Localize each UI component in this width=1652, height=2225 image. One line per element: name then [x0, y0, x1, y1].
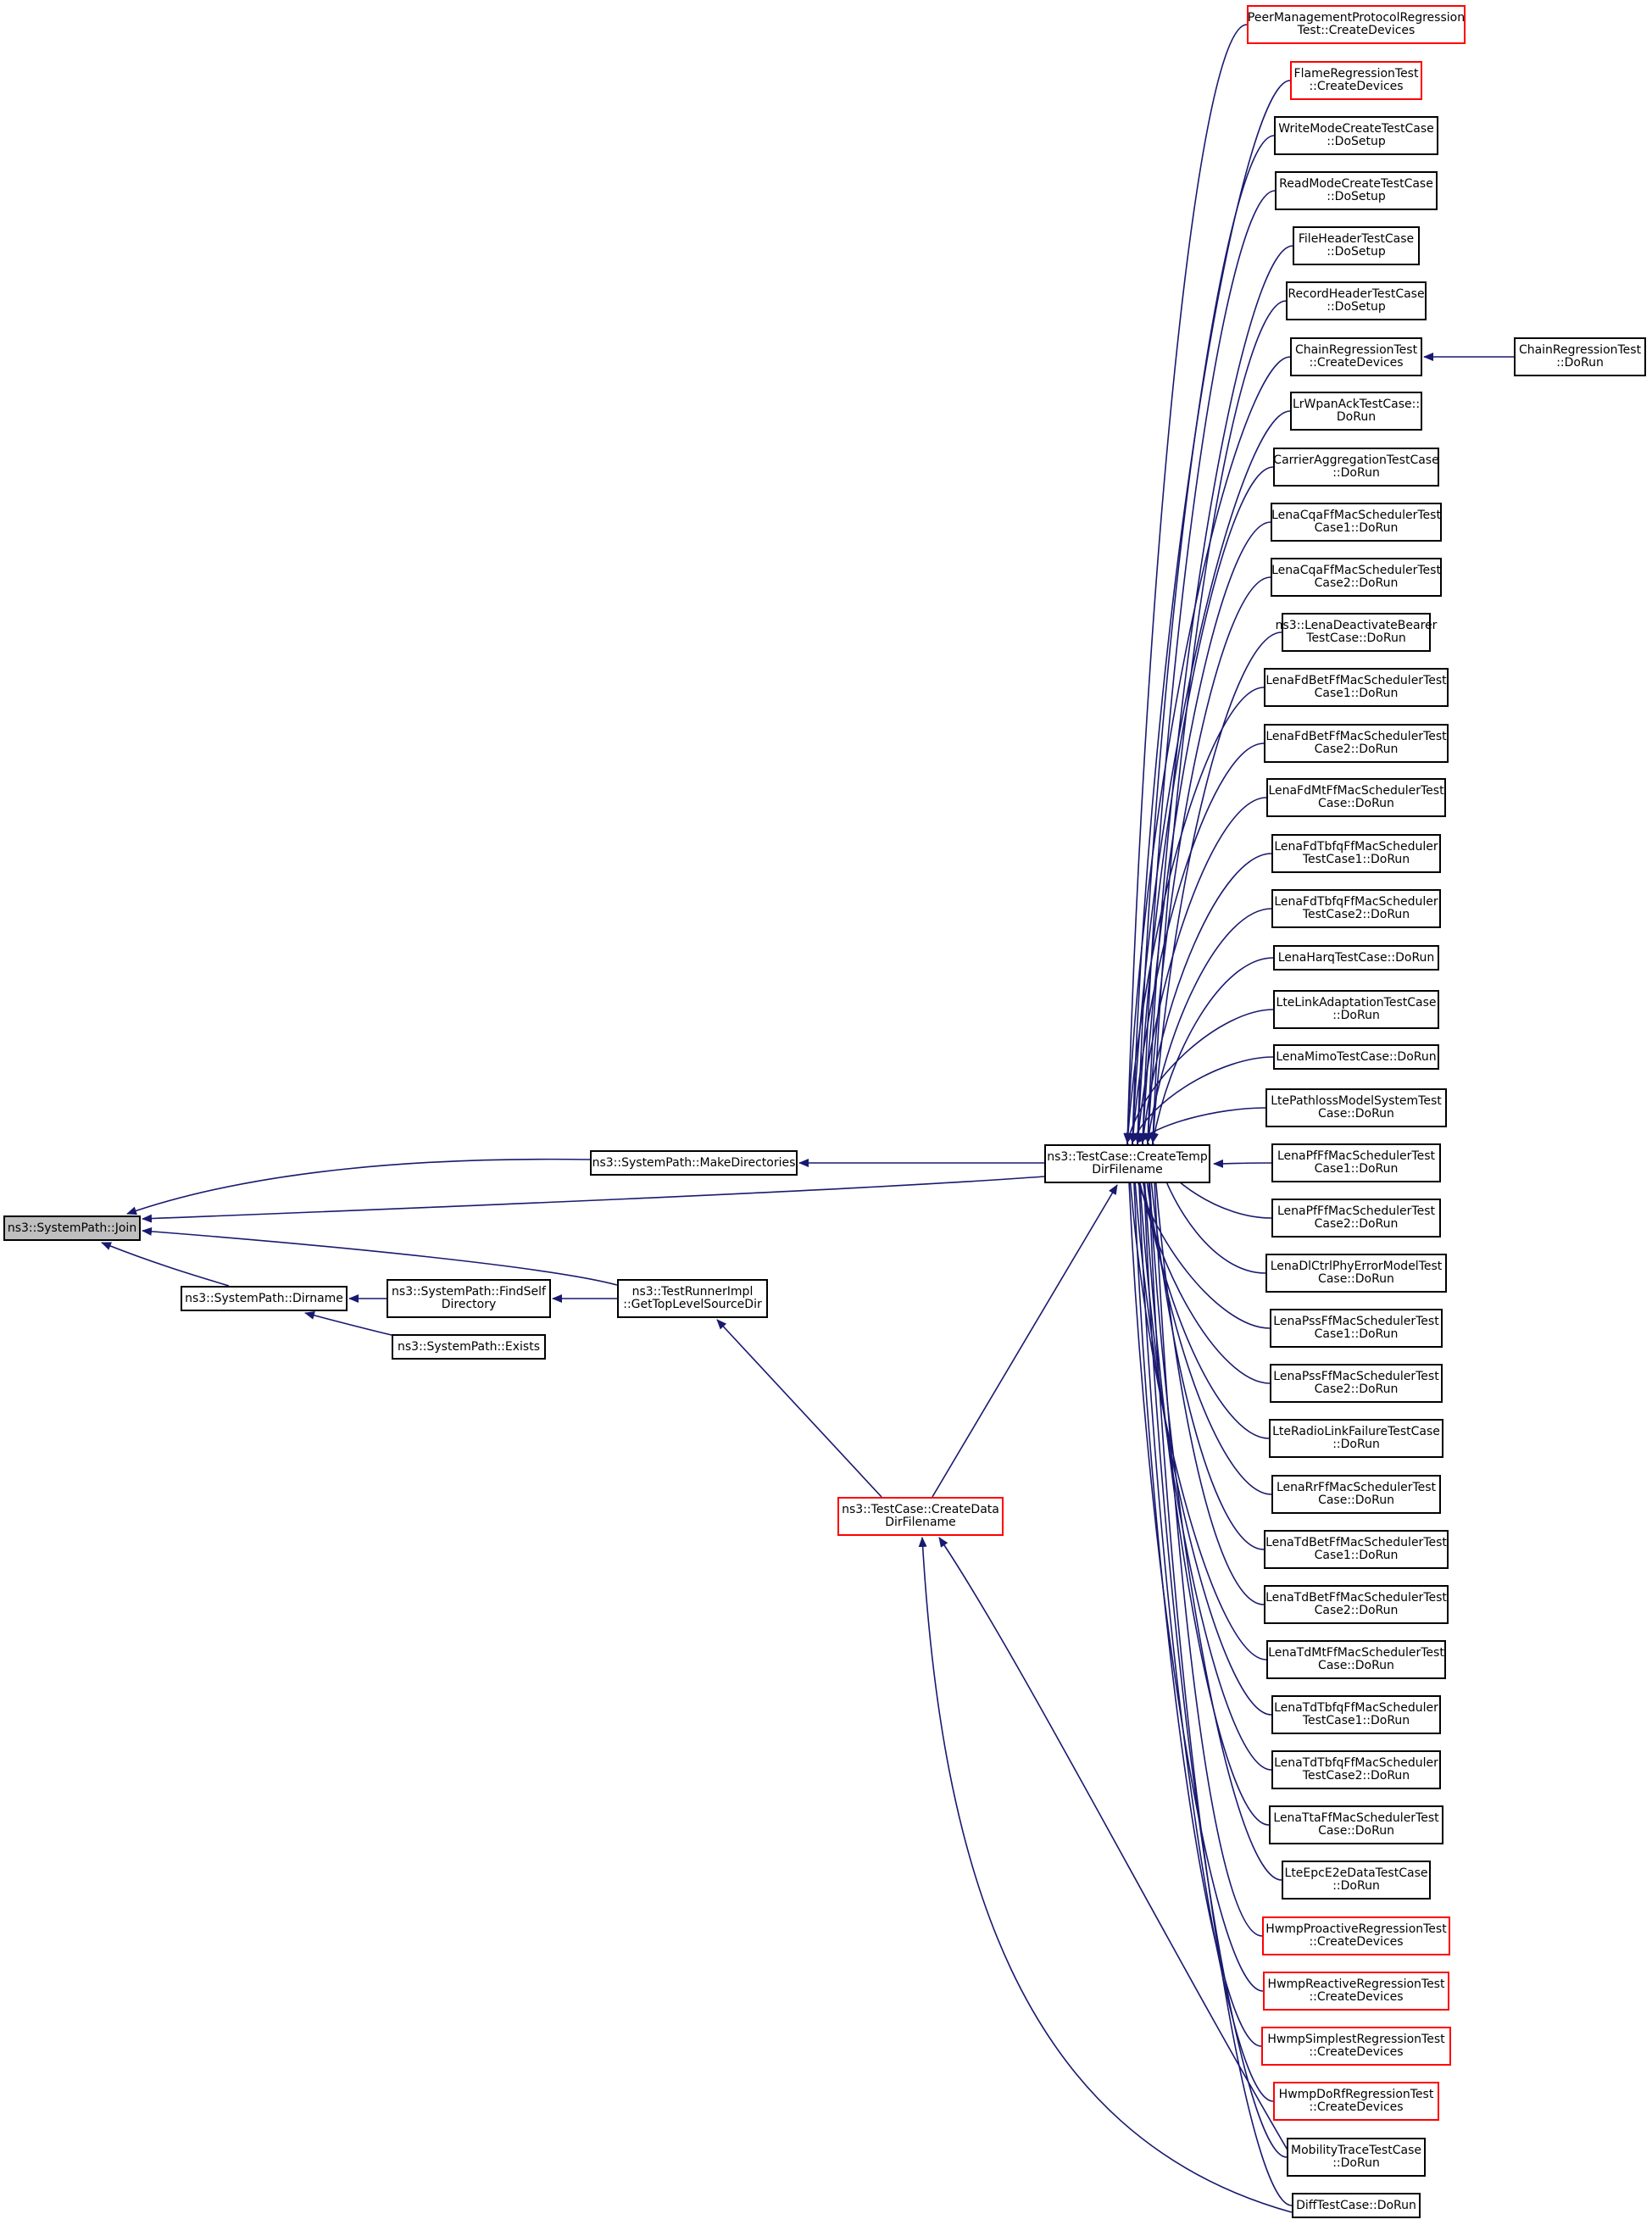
node-caller-23[interactable]: LenaDlCtrlPhyErrorModelTest Case::DoRun [1265, 1254, 1447, 1293]
node-caller-34[interactable]: LteEpcE2eDataTestCase ::DoRun [1282, 1861, 1431, 1900]
edge-caller-5-to-createtemp [1149, 300, 1287, 1143]
node-caller-15[interactable]: LenaFdTbfqFfMacScheduler TestCase1::DoRu… [1271, 834, 1441, 873]
edge-caller-25-to-createtemp [1129, 1142, 1271, 1384]
edge-caller-8-to-createtemp [1133, 466, 1274, 1143]
node-caller-14[interactable]: LenaFdMtFfMacSchedulerTest Case::DoRun [1266, 778, 1446, 817]
node-testcase-createtempdirfilename[interactable]: ns3::TestCase::CreateTemp DirFilename [1044, 1144, 1210, 1183]
node-caller-7[interactable]: LrWpanAckTestCase:: DoRun [1290, 392, 1422, 431]
node-caller-12[interactable]: LenaFdBetFfMacSchedulerTest Case1::DoRun [1264, 668, 1449, 707]
node-systempath-dirname[interactable]: ns3::SystemPath::Dirname [181, 1286, 348, 1311]
node-caller-22[interactable]: LenaPfFfMacSchedulerTest Case2::DoRun [1271, 1199, 1441, 1238]
edge-caller-2-to-createtemp [1133, 135, 1275, 1143]
node-caller-27[interactable]: LenaRrFfMacSchedulerTest Case::DoRun [1271, 1475, 1441, 1514]
edge-caller-12-to-createtemp [1123, 687, 1265, 1143]
node-caller-28[interactable]: LenaTdBetFfMacSchedulerTest Case1::DoRun [1264, 1530, 1449, 1569]
node-caller-16[interactable]: LenaFdTbfqFfMacScheduler TestCase2::DoRu… [1271, 889, 1441, 928]
edge-caller-40-to-createtemp [1143, 1142, 1293, 2206]
node-caller-32[interactable]: LenaTdTbfqFfMacScheduler TestCase2::DoRu… [1271, 1750, 1441, 1789]
node-caller-31[interactable]: LenaTdTbfqFfMacScheduler TestCase1::DoRu… [1271, 1695, 1441, 1734]
edge-makedirectories-to-join [126, 1158, 591, 1215]
edge-caller-26-to-createtemp [1134, 1142, 1270, 1439]
node-caller-9[interactable]: LenaCqaFfMacSchedulerTest Case1::DoRun [1271, 503, 1442, 542]
node-caller-13[interactable]: LenaFdBetFfMacSchedulerTest Case2::DoRun [1264, 724, 1449, 763]
edge-caller-18-to-createtemp [1125, 1009, 1274, 1143]
edge-createtemp-to-join [142, 1176, 1045, 1223]
edge-caller-6-to-createtemp [1123, 356, 1291, 1143]
node-caller-3[interactable]: ReadModeCreateTestCase ::DoSetup [1275, 171, 1438, 210]
node-caller-26[interactable]: LteRadioLinkFailureTestCase ::DoRun [1269, 1419, 1443, 1458]
node-caller-30[interactable]: LenaTdMtFfMacSchedulerTest Case::DoRun [1266, 1640, 1446, 1679]
edge-caller-32-to-createtemp [1133, 1142, 1272, 1771]
edge-caller-33-to-createtemp [1138, 1142, 1270, 1826]
edge-caller-13-to-createtemp [1128, 743, 1265, 1143]
node-caller-24[interactable]: LenaPssFfMacSchedulerTest Case1::DoRun [1270, 1309, 1443, 1348]
node-testcase-createdatadirfilename[interactable]: ns3::TestCase::CreateData DirFilename [837, 1497, 1004, 1536]
node-caller-11[interactable]: ns3::LenaDeactivateBearer TestCase::DoRu… [1276, 613, 1437, 652]
node-systempath-exists[interactable]: ns3::SystemPath::Exists [392, 1334, 546, 1360]
edge-gettoplevel-to-join [142, 1227, 618, 1286]
edge-caller-0-to-createtemp [1123, 24, 1248, 1143]
node-caller-17[interactable]: LenaHarqTestCase::DoRun [1273, 945, 1439, 971]
node-caller-40[interactable]: DiffTestCase::DoRun [1292, 2193, 1421, 2218]
node-caller-21[interactable]: LenaPfFfMacSchedulerTest Case1::DoRun [1271, 1143, 1441, 1182]
edge-caller-14-to-createtemp [1134, 797, 1267, 1143]
edge-caller-37-to-createtemp [1128, 1142, 1262, 2047]
edge-caller-21-to-createtemp [1213, 1159, 1272, 1168]
edge-caller-35-to-createtemp [1149, 1142, 1263, 1937]
node-caller-1[interactable]: FlameRegressionTest ::CreateDevices [1290, 61, 1422, 100]
node-caller-33[interactable]: LenaTtaFfMacSchedulerTest Case::DoRun [1269, 1805, 1443, 1844]
edge-caller-17-to-createtemp [1150, 957, 1274, 1143]
edge-difftestcase-to-createdata [918, 1537, 1293, 2213]
node-caller-37[interactable]: HwmpSimplestRegressionTest ::CreateDevic… [1261, 2027, 1451, 2066]
edge-caller-16-to-createtemp [1144, 908, 1272, 1143]
edge-caller-29-to-createtemp [1149, 1142, 1265, 1605]
edge-caller-34-to-createtemp [1143, 1142, 1282, 1881]
node-caller-2[interactable]: WriteModeCreateTestCase ::DoSetup [1274, 116, 1438, 155]
edge-caller-7-to-createtemp [1128, 410, 1291, 1143]
edge-caller-20-to-createtemp [1137, 1107, 1266, 1143]
node-systempath-findselfdirectory[interactable]: ns3::SystemPath::FindSelf Directory [387, 1279, 551, 1318]
node-testrunnerimpl-gettoplevelsourcedir[interactable]: ns3::TestRunnerImpl ::GetTopLevelSourceD… [617, 1279, 768, 1318]
node-systempath-makedirectories[interactable]: ns3::SystemPath::MakeDirectories [590, 1150, 798, 1176]
node-caller-29[interactable]: LenaTdBetFfMacSchedulerTest Case2::DoRun [1264, 1585, 1449, 1624]
node-caller-38[interactable]: HwmpDoRfRegressionTest ::CreateDevices [1273, 2082, 1439, 2121]
node-caller-36[interactable]: HwmpReactiveRegressionTest ::CreateDevic… [1263, 1972, 1449, 2011]
node-caller-39[interactable]: MobilityTraceTestCase ::DoRun [1287, 2138, 1426, 2177]
edge-createdata-to-gettoplevel [716, 1319, 882, 1498]
node-caller-18[interactable]: LteLinkAdaptationTestCase ::DoRun [1273, 990, 1439, 1029]
edge-caller-38-to-createtemp [1133, 1142, 1274, 2102]
node-caller-19[interactable]: LenaMimoTestCase::DoRun [1273, 1044, 1439, 1070]
edge-caller-15-to-createtemp [1139, 853, 1272, 1143]
edge-caller-10-to-createtemp [1143, 576, 1271, 1143]
node-caller-20[interactable]: LtePathlossModelSystemTest Case::DoRun [1265, 1088, 1447, 1127]
node-chainregressiontest-dorun[interactable]: ChainRegressionTest ::DoRun [1514, 337, 1646, 376]
node-caller-35[interactable]: HwmpProactiveRegressionTest ::CreateDevi… [1262, 1916, 1450, 1955]
node-caller-4[interactable]: FileHeaderTestCase ::DoSetup [1293, 226, 1420, 265]
edge-caller-9-to-createtemp [1138, 521, 1271, 1143]
node-caller-10[interactable]: LenaCqaFfMacSchedulerTest Case2::DoRun [1271, 558, 1442, 597]
node-caller-8[interactable]: CarrierAggregationTestCase ::DoRun [1273, 448, 1439, 487]
node-caller-25[interactable]: LenaPssFfMacSchedulerTest Case2::DoRun [1270, 1364, 1443, 1403]
edge-createdata-to-createtemp [932, 1184, 1118, 1498]
node-caller-0[interactable]: PeerManagementProtocolRegression Test::C… [1247, 5, 1466, 44]
node-systempath-join[interactable]: ns3::SystemPath::Join [3, 1215, 141, 1241]
edge-caller-19-to-createtemp [1132, 1056, 1274, 1143]
edge-caller-3-to-createtemp [1138, 190, 1276, 1143]
edge-mobilitytrace-to-createdata [938, 1537, 1293, 2158]
node-caller-6[interactable]: ChainRegressionTest ::CreateDevices [1290, 337, 1422, 376]
edge-dirname-to-join [101, 1242, 230, 1287]
node-caller-5[interactable]: RecordHeaderTestCase ::DoSetup [1286, 281, 1427, 320]
